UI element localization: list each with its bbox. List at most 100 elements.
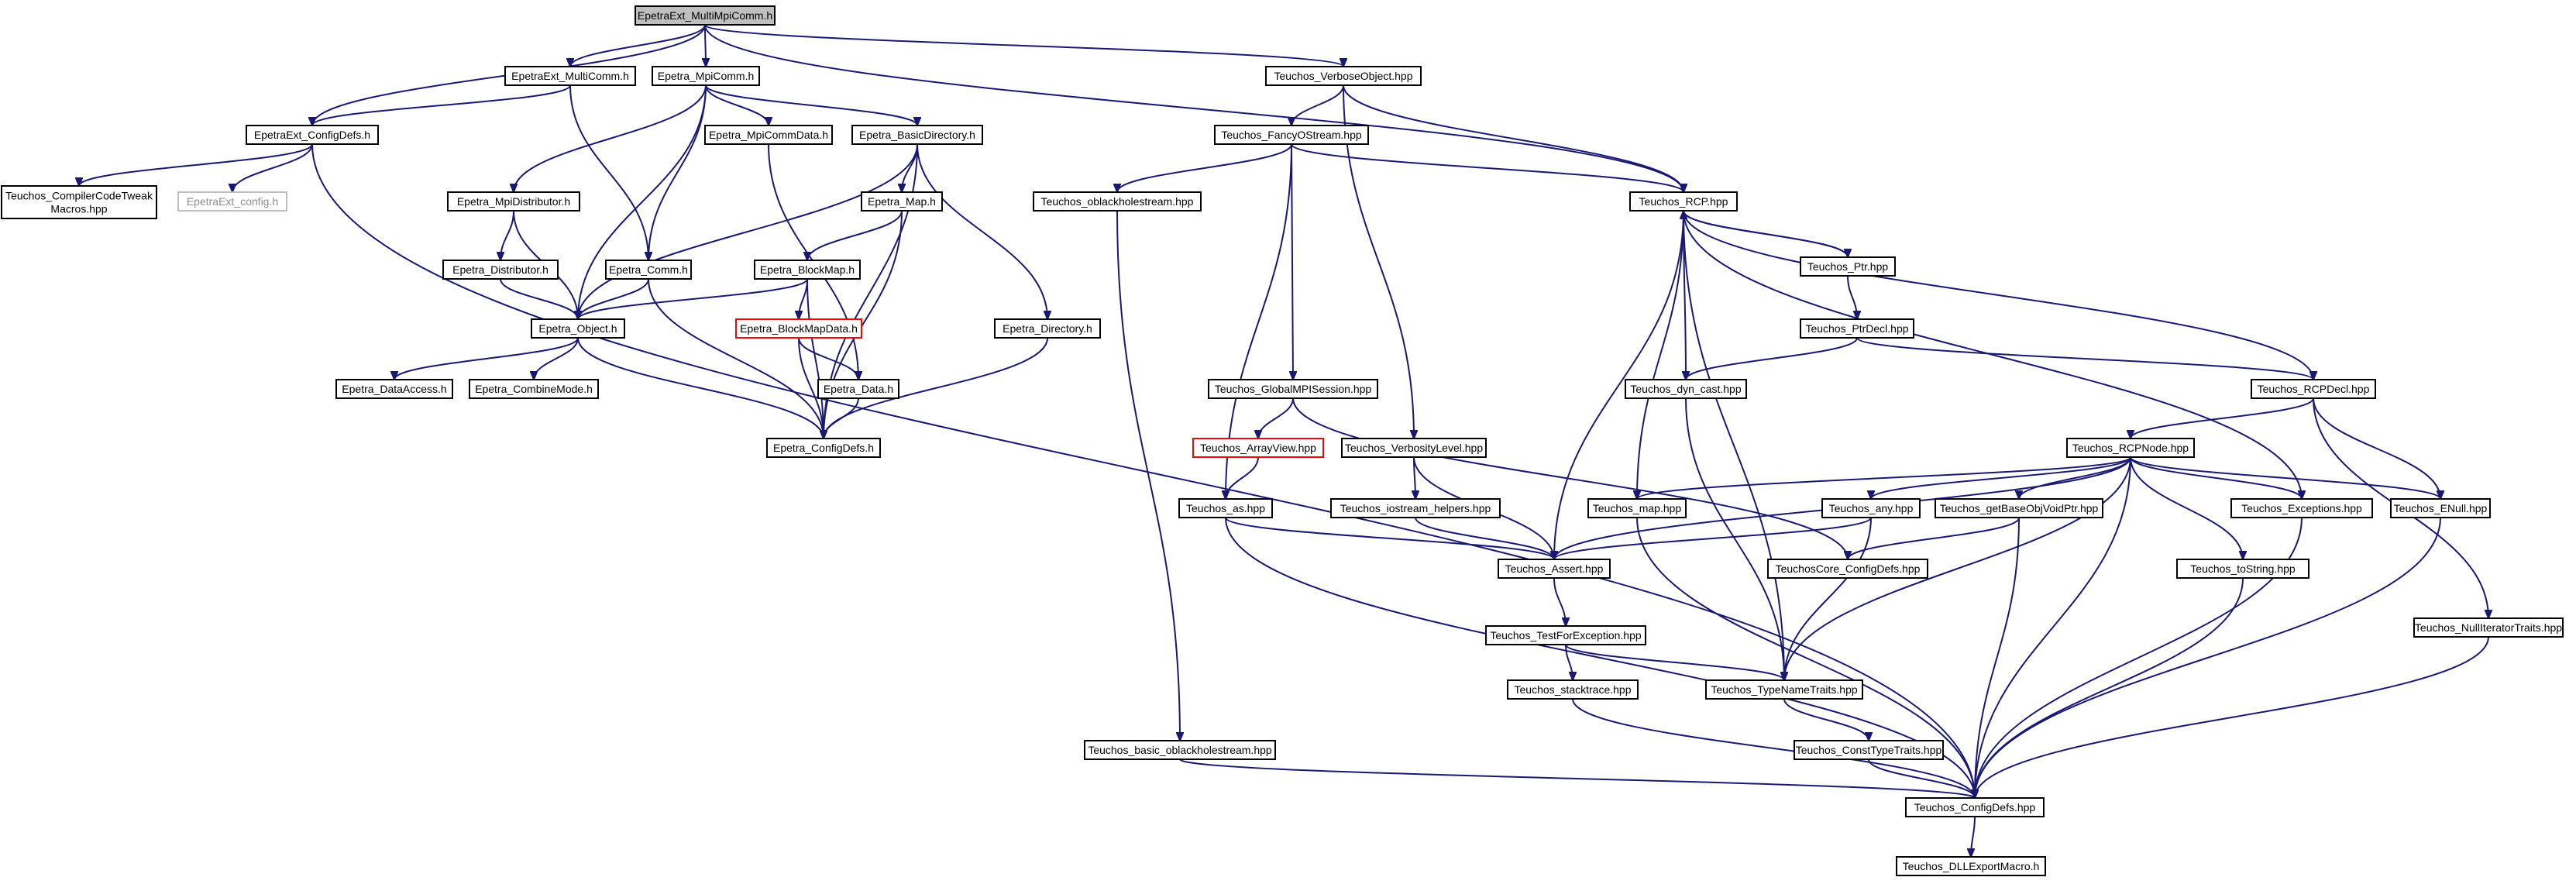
node-box [335,379,453,399]
node-label: Epetra_MpiComm.h [658,70,755,82]
node-dyncast[interactable]: Teuchos_dyn_cast.hpp [1625,379,1747,399]
edge-rcp-to-assert [1554,210,1684,559]
node-box [1485,625,1646,645]
node-box [1178,498,1273,518]
node-mpicommdata[interactable]: Epetra_MpiCommData.h [704,125,833,145]
node-comm[interactable]: Epetra_Comm.h [605,260,692,280]
nodes-layer: EpetraExt_MultiMpiComm.hEpetraExt_MultiC… [1,5,2564,876]
edge-enull-to-tconfig [1975,517,2441,798]
node-nulliter[interactable]: Teuchos_NullIteratorTraits.hpp [2413,617,2564,638]
node-label: Epetra_BlockMapData.h [740,322,858,335]
node-label: Teuchos_RCPDecl.hpp [2258,383,2370,395]
edge-getbase-to-tconfig [1975,517,2020,798]
node-box [2176,559,2309,579]
node-box [1896,856,2046,876]
node-blockmapdata[interactable]: Epetra_BlockMapData.h [735,318,862,339]
node-object[interactable]: Epetra_Object.h [531,318,625,339]
node-fancy[interactable]: Teuchos_FancyOStream.hpp [1214,125,1369,145]
node-consttype[interactable]: Teuchos_ConstTypeTraits.hpp [1794,740,1944,760]
edge-blockmapdata-to-epconfig [798,337,824,439]
node-stacktrace[interactable]: Teuchos_stacktrace.hpp [1507,679,1639,700]
node-ptrdecl[interactable]: Teuchos_PtrDecl.hpp [1800,318,1914,339]
edge-rcpnode-to-tmap [1637,456,2131,499]
node-multicomm[interactable]: EpetraExt_MultiComm.h [504,66,636,86]
node-verbosity[interactable]: Teuchos_VerbosityLevel.hpp [1341,438,1487,458]
edge-rcp-to-typename [1683,210,1784,680]
edge-ptrdecl-to-rcpdecl [1856,337,2313,380]
node-label: Teuchos_Assert.hpp [1505,562,1604,575]
node-as[interactable]: Teuchos_as.hpp [1178,498,1273,518]
node-label: EpetraExt_MultiMpiComm.h [638,9,772,22]
node-data[interactable]: Epetra_Data.h [817,379,899,399]
node-dist[interactable]: Epetra_Distributor.h [442,260,559,280]
node-exceptions[interactable]: Teuchos_Exceptions.hpp [2230,498,2373,518]
edge-multicomm-to-extconfig [312,84,571,126]
node-ptr[interactable]: Teuchos_Ptr.hpp [1800,256,1896,277]
edge-blockmap-to-blockmapdata [799,278,808,319]
node-label: Epetra_Distributor.h [452,263,549,276]
node-box [1935,498,2103,518]
edge-ptr-to-ptrdecl [1847,275,1857,319]
node-box [2251,379,2376,399]
node-box [861,191,943,212]
edge-basicdir-to-object [578,143,918,319]
node-mpicomm[interactable]: Epetra_MpiComm.h [652,66,760,86]
node-label: Epetra_Directory.h [1003,322,1092,335]
node-arrayview[interactable]: Teuchos_ArrayView.hpp [1192,438,1324,458]
node-map[interactable]: Epetra_Map.h [861,191,943,212]
node-rcpnode[interactable]: Teuchos_RCPNode.hpp [2066,438,2195,458]
node-label: EpetraExt_config.h [187,195,278,208]
node-combinemode[interactable]: Epetra_CombineMode.h [469,379,599,399]
edge-rcpnode-to-enull [2130,456,2440,499]
node-assert[interactable]: Teuchos_Assert.hpp [1498,559,1611,579]
edge-extconfig-to-compilercode [79,143,313,186]
edge-typename-to-consttype [1783,698,1869,741]
node-box [1507,679,1639,700]
node-mpidist[interactable]: Epetra_MpiDistributor.h [447,191,580,212]
node-basicdir[interactable]: Epetra_BasicDirectory.h [851,125,983,145]
node-extconfig[interactable]: EpetraExt_ConfigDefs.h [246,125,379,145]
node-dataaccess[interactable]: Epetra_DataAccess.h [335,379,453,399]
node-iostream[interactable]: Teuchos_iostream_helpers.hpp [1330,498,1501,518]
node-label: Epetra_Data.h [824,383,893,395]
node-box [1208,379,1378,399]
node-directory[interactable]: Epetra_Directory.h [994,318,1101,339]
node-label: Teuchos_VerboseObject.hpp [1274,70,1412,82]
node-tconfig[interactable]: Teuchos_ConfigDefs.hpp [1905,797,2045,817]
node-coreconfig[interactable]: TeuchosCore_ConfigDefs.hpp [1767,559,1928,579]
node-rcpdecl[interactable]: Teuchos_RCPDecl.hpp [2251,379,2376,399]
node-extconfigh[interactable]: EpetraExt_config.h [177,191,287,212]
edge-rcpnode-to-exceptions [2130,456,2302,499]
node-blockmap[interactable]: Epetra_BlockMap.h [754,260,861,280]
edge-ptr-to-rcp [1684,211,1849,258]
node-testfor[interactable]: Teuchos_TestForException.hpp [1485,625,1646,645]
node-root[interactable]: EpetraExt_MultiMpiComm.h [635,5,776,26]
node-tostring[interactable]: Teuchos_toString.hpp [2176,559,2309,579]
edge-testfor-to-typename [1565,644,1784,680]
edge-multicomm-to-comm [569,84,648,260]
node-label: Teuchos_Ptr.hpp [1807,260,1889,273]
node-globalmpi[interactable]: Teuchos_GlobalMPISession.hpp [1208,379,1378,399]
node-epconfig[interactable]: Epetra_ConfigDefs.h [766,438,881,458]
node-rcp[interactable]: Teuchos_RCP.hpp [1629,191,1738,212]
node-label: Teuchos_CompilerCodeTweak [5,190,153,202]
node-oblack[interactable]: Teuchos_oblackholestream.hpp [1033,191,1202,212]
node-label: Teuchos_getBaseObjVoidPtr.hpp [1940,502,2099,514]
node-label: Teuchos_ArrayView.hpp [1200,442,1316,454]
node-verbose[interactable]: Teuchos_VerboseObject.hpp [1265,66,1422,86]
node-getbase[interactable]: Teuchos_getBaseObjVoidPtr.hpp [1935,498,2103,518]
node-typename[interactable]: Teuchos_TypeNameTraits.hpp [1705,679,1863,700]
edge-basicdir-to-map [902,143,918,192]
edge-rcpnode-to-tostring [2130,456,2243,559]
node-box [2413,617,2564,638]
node-tmap[interactable]: Teuchos_map.hpp [1587,498,1687,518]
node-label: Epetra_MpiCommData.h [709,129,828,141]
node-label: Teuchos_dyn_cast.hpp [1630,383,1741,395]
node-basicoblack[interactable]: Teuchos_basic_oblackholestream.hpp [1084,740,1276,760]
node-enull[interactable]: Teuchos_ENull.hpp [2390,498,2491,518]
node-any[interactable]: Teuchos_any.hpp [1821,498,1921,518]
node-dllexport[interactable]: Teuchos_DLLExportMacro.h [1896,856,2046,876]
edge-tmap-to-tconfig [1636,517,1975,798]
edge-rcpnode-to-typename [1784,456,2131,680]
